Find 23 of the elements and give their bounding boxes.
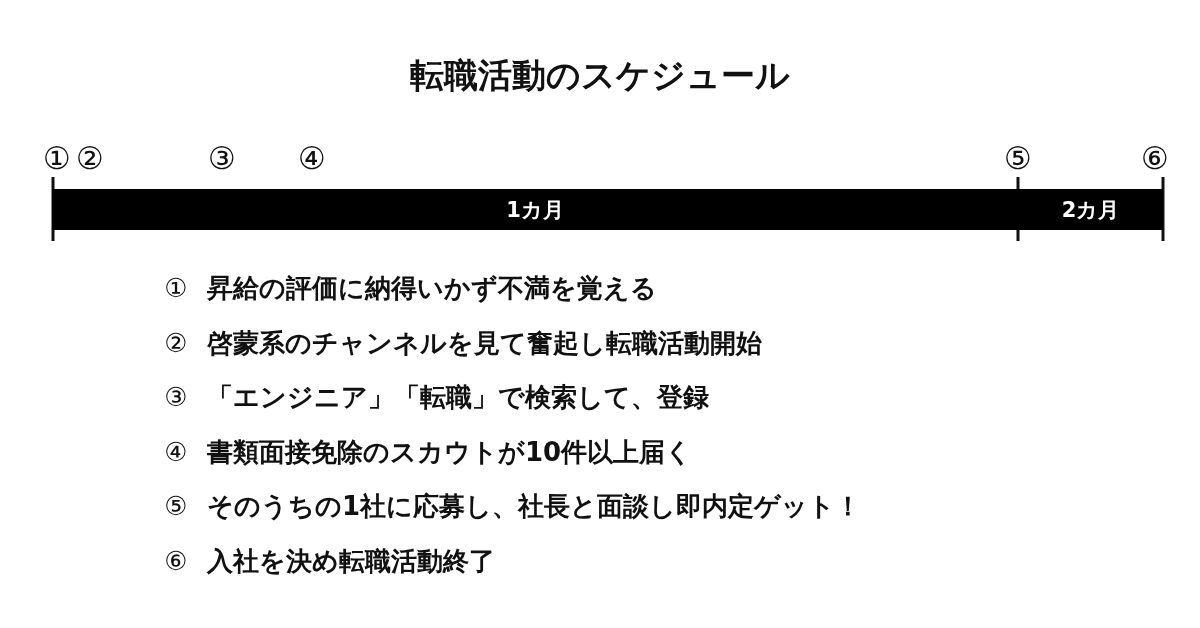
title: 転職活動のスケジュール [410, 58, 790, 92]
step-description: 入社を決め転職活動終了 [207, 547, 495, 574]
step-number: ④ [164, 438, 188, 465]
timeline-marker: ④ [298, 142, 326, 174]
step-number: ② [164, 329, 188, 356]
step-number: ⑤ [164, 493, 188, 519]
step-number: ⑥ [164, 547, 188, 574]
timeline-marker: ② [76, 142, 104, 174]
duration-label: 2カ月 [1061, 199, 1120, 220]
step-number: ① [164, 275, 188, 301]
timeline-marker: ⑥ [1141, 142, 1169, 174]
step-description: そのうちの1社に応募し、社長と面談し即内定ゲット！ [207, 493, 862, 519]
timeline-marker: ⑤ [1004, 142, 1032, 174]
timeline-bar [52, 189, 1018, 230]
timeline-bar [1018, 189, 1163, 230]
timeline-marker: ① [43, 142, 71, 174]
step-description: 啓蒙系のチャンネルを見て奮起し転職活動開始 [207, 329, 762, 356]
duration-label: 1カ月 [506, 199, 564, 220]
step-description: 昇給の評価に納得いかず不満を覚える [207, 275, 657, 301]
timeline-marker: ③ [208, 142, 236, 174]
step-description: 書類面接免除のスカウトが10件以上届く [207, 438, 693, 465]
step-number: ③ [164, 384, 188, 410]
step-description: 「エンジニア」「転職」で検索して、登録 [207, 384, 709, 410]
